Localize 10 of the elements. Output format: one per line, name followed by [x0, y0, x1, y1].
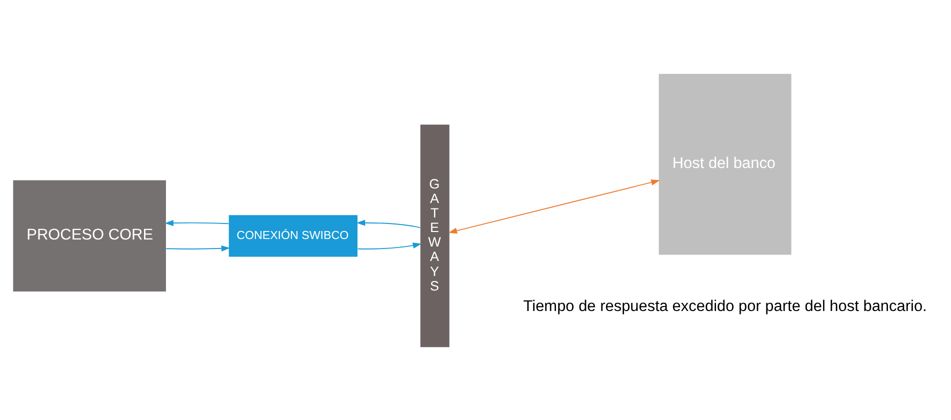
arrow — [357, 242, 422, 249]
label: Tiempo de respuesta excedido por parte del host bancario. — [523, 298, 927, 315]
node-box: CONEXIÓN SWIBCO — [228, 214, 358, 256]
node-box: PROCESO CORE — [13, 180, 166, 291]
node-box: Host del banco — [658, 73, 792, 254]
node-box: GATEWAYS — [420, 124, 450, 347]
arrow — [448, 178, 660, 234]
arrow — [166, 244, 230, 251]
arrow — [164, 219, 230, 226]
arrow — [356, 219, 421, 228]
